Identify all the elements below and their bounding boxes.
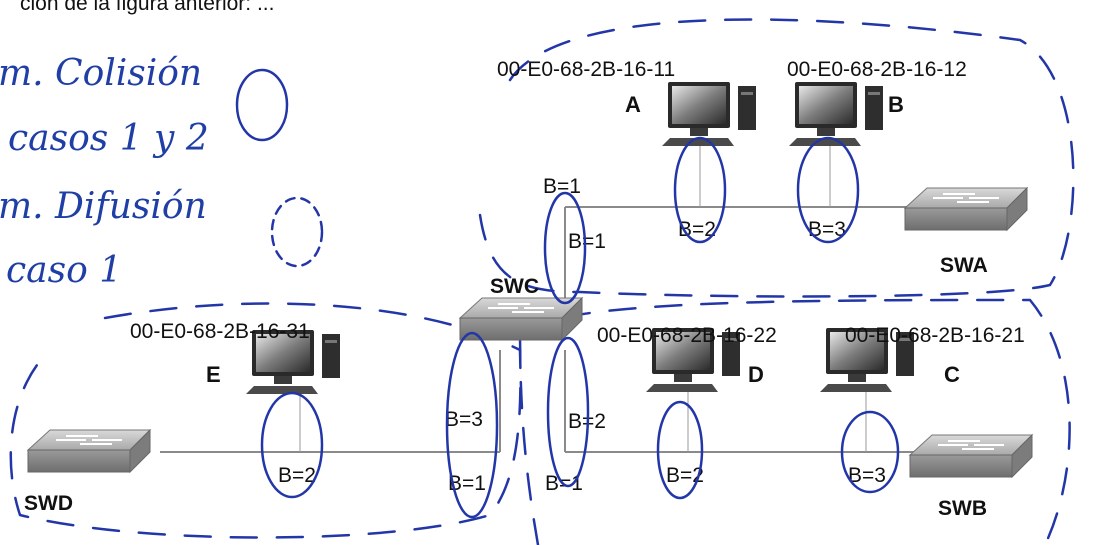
host-c-label: C [944, 362, 960, 387]
port-host-c: B=3 [848, 464, 886, 487]
note-collision-domains: m. Colisión [0, 53, 202, 94]
host-a-label: A [625, 92, 641, 117]
collision-circle-host-d [656, 400, 704, 500]
switch-swc-label: SWC [490, 275, 539, 298]
broadcast-domain-top [478, 18, 1075, 298]
port-host-b: B=3 [808, 218, 846, 241]
collision-circle-host-a [673, 136, 727, 244]
collision-circle-host-c [840, 410, 900, 494]
collision-circle-host-b [796, 136, 860, 244]
switch-swa-label: SWA [940, 254, 988, 277]
collision-circle-swc-top [543, 191, 587, 305]
host-e-mac: 00-E0-68-2B-16-31 [130, 320, 310, 343]
switch-swd-label: SWD [24, 492, 73, 515]
switch-swa-icon [904, 187, 1028, 231]
port-host-e: B=2 [278, 464, 316, 487]
note-collision-cases: casos 1 y 2 [8, 118, 209, 159]
collision-circle-host-e [260, 391, 324, 499]
host-a-computer-icon [662, 82, 756, 146]
host-d-mac: 00-E0-68-2B-16-22 [597, 324, 777, 347]
host-e-label: E [206, 362, 221, 387]
host-b-computer-icon [789, 82, 883, 146]
top-caption: ción de la figura anterior: ... [20, 0, 274, 15]
port-swc-top-link: B=1 [568, 230, 606, 253]
solid-circle-symbol [235, 68, 289, 142]
port-swc-top-left: B=1 [543, 175, 581, 198]
handwritten-notes: m. Colisión casos 1 y 2 m. Difusión caso… [0, 53, 324, 291]
host-a-mac: 00-E0-68-2B-16-11 [497, 58, 675, 81]
host-b-label: B [888, 92, 904, 117]
switch-swd-icon [27, 429, 151, 473]
collision-circle-swc-bottom [546, 336, 590, 488]
host-b-mac: 00-E0-68-2B-16-12 [787, 58, 967, 81]
note-broadcast-domains: m. Difusión [0, 186, 207, 227]
port-swc-bottom-left: B=1 [448, 472, 486, 495]
switch-swc-icon [459, 297, 583, 341]
note-broadcast-case: caso 1 [6, 250, 122, 291]
collision-domain-circles [260, 136, 900, 519]
port-swc-left-link: B=3 [445, 408, 483, 431]
dashed-circle-symbol [270, 196, 324, 268]
port-host-d: B=2 [666, 464, 704, 487]
host-c-mac: 00-E0-68-2B-16-21 [845, 324, 1025, 347]
switch-swb-label: SWB [938, 497, 987, 520]
collision-circle-swc-left [445, 331, 499, 519]
switch-swb-icon [909, 434, 1033, 478]
host-d-label: D [748, 362, 764, 387]
